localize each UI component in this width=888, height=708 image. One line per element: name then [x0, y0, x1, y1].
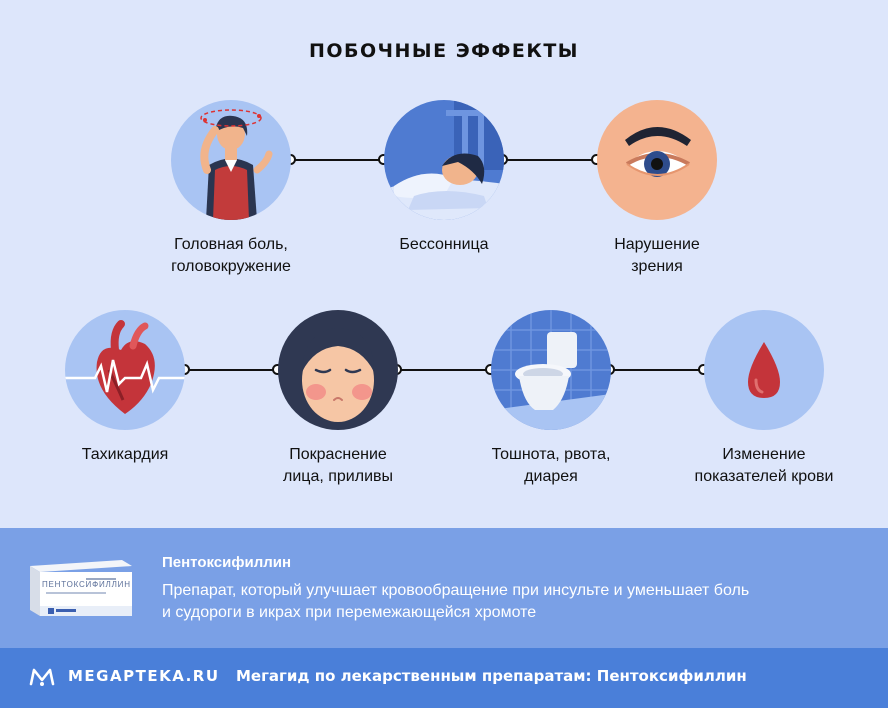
effect-label: Бессонница [399, 236, 489, 253]
drug-name: Пентоксифиллин [162, 554, 292, 571]
effect-label: Головная боль,головокружение [171, 236, 291, 275]
effect-label: Тошнота, рвота,диарея [491, 446, 611, 485]
drug-box-label: ПЕНТОКСИФИЛЛИН [42, 580, 131, 589]
drug-box-image: ПЕНТОКСИФИЛЛИН [26, 556, 134, 618]
megapteka-logo-icon [28, 666, 56, 688]
connector-line [610, 369, 704, 371]
heart-pulse-icon [65, 310, 185, 430]
page-title: ПОБОЧНЫЕ ЭФФЕКТЫ [308, 40, 579, 62]
drug-description: Препарат, который улучшает кровообращени… [162, 582, 750, 621]
footer-text: Мегагид по лекарственным препаратам: Пен… [236, 667, 747, 685]
dizzy-woman-icon [171, 100, 291, 220]
connector-line [185, 369, 278, 371]
footer-bar [0, 648, 888, 708]
blood-drop-icon [704, 310, 824, 430]
effect-label: Тахикардия [81, 446, 169, 463]
flushed-face-icon [278, 310, 398, 430]
connector-line [503, 159, 597, 161]
footer-brand[interactable]: MEGAPTEKA.RU [68, 667, 220, 685]
drug-info-panel [0, 528, 888, 648]
connector-line [397, 369, 491, 371]
eye-icon [597, 100, 717, 220]
insomnia-icon [384, 100, 504, 220]
toilet-icon [491, 310, 611, 430]
connector-line [291, 159, 384, 161]
